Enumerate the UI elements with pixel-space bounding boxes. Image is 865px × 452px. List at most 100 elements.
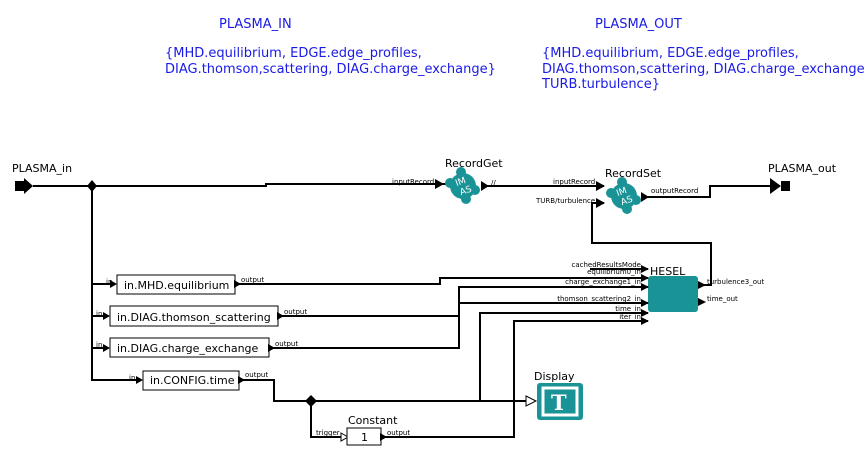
- wire-junction-to-hesel-time[interactable]: [311, 312, 648, 402]
- expression-input-arrow: [103, 344, 110, 352]
- display-actor[interactable]: Display T: [525, 370, 583, 420]
- wire-junction-to-constant[interactable]: [310, 401, 342, 438]
- plasma-out-port[interactable]: PLASMA_out: [768, 162, 837, 194]
- imas-icon-text-bottom: AS: [459, 184, 474, 198]
- expression-input-label: in: [96, 341, 102, 349]
- hesel-title: HESEL: [650, 265, 686, 278]
- wire-mhd-to-hesel[interactable]: [236, 277, 648, 285]
- expression-config-time[interactable]: in in.CONFIG.time output: [129, 370, 268, 391]
- expression-output-label: output: [284, 308, 307, 316]
- expression-input-arrow: [103, 312, 110, 320]
- connection-wires: [33, 183, 770, 438]
- record-set-output-arrow: [641, 192, 649, 202]
- expression-diag-thomson-scattering[interactable]: in in.DIAG.thomson_scattering output: [96, 305, 307, 327]
- expression-input-arrow: [110, 280, 117, 288]
- hesel-input-thomson: thomson_scattering2_in: [557, 295, 641, 303]
- display-title: Display: [534, 370, 575, 383]
- hesel-input-equilibrium: equilibrium0_in: [587, 268, 641, 276]
- wire-plasma-in-to-record-get[interactable]: [33, 183, 446, 187]
- hesel-output-arrow: [698, 298, 706, 306]
- hesel-input-arrow: [641, 283, 649, 291]
- expression-output-arrow: [238, 376, 245, 384]
- imas-icon-text-bottom: AS: [620, 194, 635, 208]
- hesel-output-time: time_out: [707, 295, 738, 303]
- expression-output-label: output: [241, 276, 264, 284]
- wire-constant-to-hesel-iter[interactable]: [381, 320, 648, 438]
- plasma-in-description-line-2: DIAG.thomson,scattering, DIAG.charge_exc…: [165, 62, 496, 77]
- display-body: [537, 383, 583, 420]
- record-get-actor[interactable]: RecordGet inputRecord IM AS //: [392, 157, 503, 204]
- display-inner-frame: [541, 386, 579, 417]
- wire-bus-vertical[interactable]: [91, 186, 140, 381]
- expression-output-arrow: [234, 280, 241, 288]
- record-get-output-arrow: [481, 181, 489, 191]
- relation-diamond-time[interactable]: [305, 395, 317, 407]
- record-set-title: RecordSet: [605, 167, 662, 180]
- hesel-input-arrow: [641, 274, 649, 282]
- expression-input-label: in: [106, 278, 112, 286]
- hesel-input-cached: cachedResultsMode: [571, 261, 641, 269]
- plasma-in-title: PLASMA_IN: [219, 17, 292, 32]
- plasma-in-port[interactable]: PLASMA_in: [12, 162, 72, 194]
- plasma-in-label: PLASMA_in: [12, 162, 72, 175]
- hesel-input-arrow: [641, 309, 649, 317]
- constant-value: 1: [361, 431, 368, 444]
- expression-input-label: in: [129, 374, 135, 382]
- constant-output-arrow: [380, 433, 387, 441]
- expression-label: in.CONFIG.time: [150, 374, 235, 387]
- plasma-out-port-icon: [770, 178, 790, 194]
- expression-output-arrow: [268, 344, 275, 352]
- expression-input-arrow: [136, 376, 143, 384]
- plasma-in-description-line-1: {MHD.equilibrium, EDGE.edge_profiles,: [165, 46, 422, 61]
- hesel-input-charge-exchange: charge_exchange1_in: [565, 278, 641, 286]
- expression-label: in.DIAG.thomson_scattering: [117, 311, 271, 324]
- wire-thomson-to-hesel[interactable]: [278, 286, 648, 317]
- display-glyph-icon: T: [551, 390, 567, 415]
- hesel-output-turbulence: turbulence3_out: [707, 278, 764, 286]
- hesel-input-arrow: [641, 299, 649, 307]
- expression-input-label: in: [96, 310, 102, 318]
- record-set-input-arrow-turbulence: [596, 198, 605, 208]
- plasma-in-port-icon: [15, 178, 33, 194]
- constant-title: Constant: [348, 414, 398, 427]
- constant-input-arrow: [340, 432, 350, 442]
- display-input-arrow: [525, 395, 538, 407]
- record-get-output-label: //: [491, 179, 496, 187]
- hesel-input-time: time_in: [615, 305, 641, 313]
- record-set-input-label-turbulence: TURB/turbulence: [535, 197, 595, 205]
- expression-label: in.MHD.equilibrium: [124, 279, 229, 292]
- expression-mhd-equilibrium[interactable]: in in.MHD.equilibrium output: [106, 274, 264, 295]
- expression-output-arrow: [277, 312, 284, 320]
- constant-input-label: trigger: [316, 429, 340, 437]
- plasma-out-description-line-1: {MHD.equilibrium, EDGE.edge_profiles,: [542, 46, 799, 61]
- record-get-input-label: inputRecord: [392, 178, 434, 186]
- plasma-out-description-line-2: DIAG.thomson,scattering, DIAG.charge_exc…: [542, 62, 865, 77]
- expression-diag-charge-exchange[interactable]: in in.DIAG.charge_exchange output: [96, 337, 298, 358]
- hesel-input-arrow: [641, 265, 649, 273]
- record-get-input-arrow: [435, 179, 444, 189]
- constant-actor[interactable]: Constant trigger 1 output: [316, 414, 410, 446]
- plasma-out-title: PLASMA_OUT: [595, 17, 682, 32]
- hesel-input-iter: iter_in: [619, 313, 641, 321]
- relation-diamond-input[interactable]: [87, 180, 97, 192]
- wire-charge-to-hesel[interactable]: [270, 302, 648, 349]
- hesel-output-arrow: [698, 281, 706, 289]
- expression-label: in.DIAG.charge_exchange: [117, 342, 259, 355]
- wire-hesel-turbulence-to-record-set[interactable]: [591, 202, 712, 286]
- wire-record-set-to-plasma-out[interactable]: [646, 185, 770, 198]
- hesel-body: [648, 276, 698, 312]
- record-set-input-label-record: inputRecord: [553, 178, 595, 186]
- hesel-input-arrow: [641, 317, 649, 325]
- record-set-input-arrow-record: [596, 181, 605, 191]
- imas-icon-text-top: IM: [615, 186, 628, 199]
- record-set-actor[interactable]: RecordSet inputRecord TURB/turbulence IM…: [535, 167, 698, 214]
- wire-time-to-junction[interactable]: [240, 379, 311, 402]
- hesel-actor[interactable]: HESEL cachedResultsMode equilibrium0_in …: [557, 261, 764, 325]
- plasma-out-description-line-3: TURB.turbulence}: [542, 77, 660, 92]
- expression-output-label: output: [245, 371, 268, 379]
- constant-output-label: output: [387, 429, 410, 437]
- record-set-output-label: outputRecord: [651, 187, 698, 195]
- imas-icon: IM AS: [445, 167, 480, 204]
- expression-output-label: output: [275, 340, 298, 348]
